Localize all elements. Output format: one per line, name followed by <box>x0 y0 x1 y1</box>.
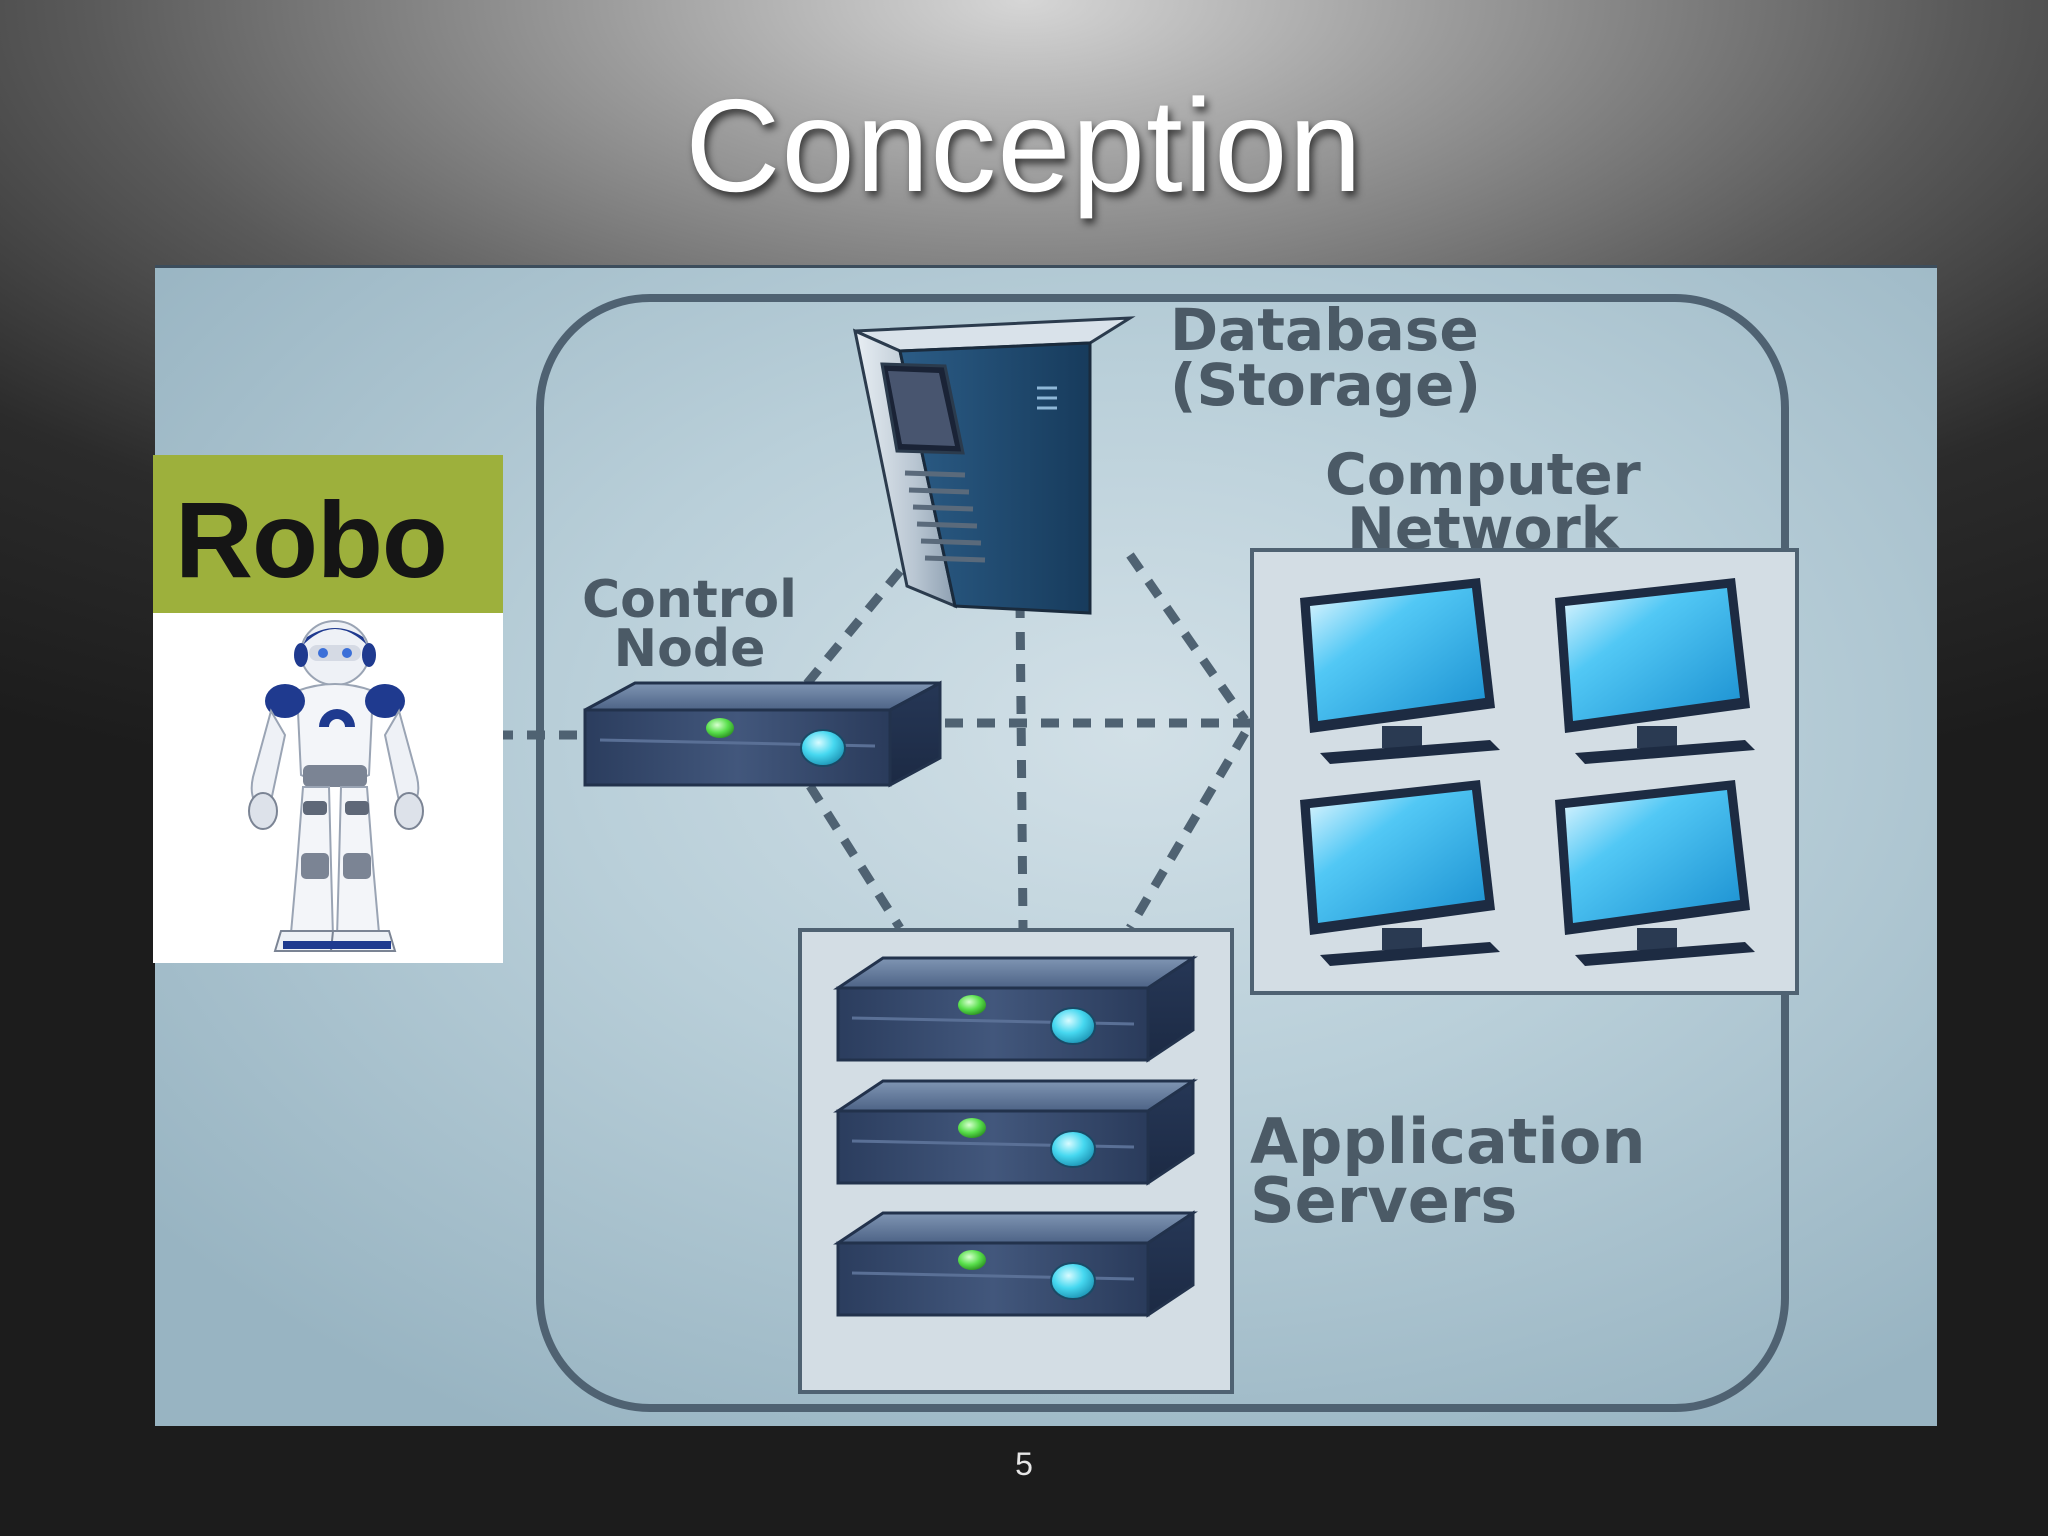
monitor-icon <box>1555 780 1755 966</box>
monitor-icon <box>1555 578 1755 764</box>
control-node-label-line2: Node <box>613 619 766 680</box>
application-server-icon <box>833 955 1198 1063</box>
application-servers-label-line1: Application <box>1250 1105 1646 1178</box>
architecture-diagram: Database (Storage) Computer Network Cont… <box>155 265 1937 1426</box>
control-node-label: Control Node <box>582 570 797 680</box>
application-server-icon <box>833 1210 1198 1318</box>
computer-network-label-line2: Network <box>1347 496 1619 563</box>
database-label: Database (Storage) <box>1170 296 1481 420</box>
database-label-line2: (Storage) <box>1170 351 1481 420</box>
monitor-icon <box>1300 780 1500 966</box>
robo-card: Robo <box>153 455 503 963</box>
control-node-icon <box>583 680 942 788</box>
application-servers-label-line2: Servers <box>1250 1163 1518 1237</box>
database-label-line1: Database <box>1170 296 1479 364</box>
slide-title: Conception <box>685 72 1363 219</box>
control-node-label-line1: Control <box>582 570 797 630</box>
diagram-graphics <box>495 294 1799 1412</box>
application-servers-label: Application Servers <box>1250 1105 1646 1237</box>
robo-label: Robo <box>175 479 448 600</box>
database-server-icon <box>852 316 1136 615</box>
application-server-icon <box>833 1078 1198 1186</box>
computer-network-label: Computer Network <box>1325 442 1641 563</box>
computer-network-label-line1: Computer <box>1325 442 1641 508</box>
robot-icon <box>248 620 424 952</box>
network-connections <box>495 552 1250 931</box>
robo-banner: Robo <box>153 455 503 613</box>
page-number: 5 <box>1015 1446 1033 1482</box>
monitor-icon <box>1300 578 1500 764</box>
